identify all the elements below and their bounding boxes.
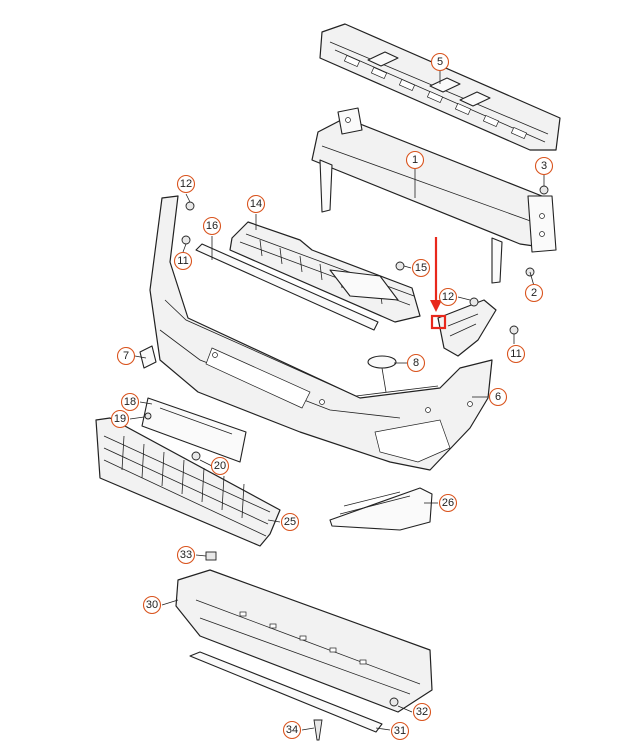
bumper-reinforcement xyxy=(311,107,557,284)
callout-30: 30 xyxy=(142,595,162,615)
callout-31: 31 xyxy=(390,721,410,741)
screw-11-right xyxy=(509,325,519,335)
callout-3: 3 xyxy=(534,156,554,176)
callout-12-left: 12 xyxy=(176,174,196,194)
callout-2-label: 2 xyxy=(531,287,537,299)
callout-12-right: 12 xyxy=(438,287,458,307)
callout-5: 5 xyxy=(430,52,450,72)
lower-grille xyxy=(95,417,281,547)
lower-strip xyxy=(189,651,383,733)
callout-12-right-label: 12 xyxy=(442,291,454,303)
fasteners xyxy=(144,185,549,741)
callout-8: 8 xyxy=(406,353,426,373)
callout-5-label: 5 xyxy=(437,56,443,68)
callout-11-right-label: 11 xyxy=(510,348,521,360)
screw-19 xyxy=(144,412,152,420)
callout-11-left: 11 xyxy=(173,251,193,271)
fog-lamp-trim xyxy=(329,487,433,531)
screw-32 xyxy=(389,697,399,707)
callout-6: 6 xyxy=(488,387,508,407)
callout-15-label: 15 xyxy=(415,262,427,274)
energy-absorber xyxy=(319,23,561,151)
leader-lines xyxy=(129,70,545,731)
callout-3-label: 3 xyxy=(541,160,547,172)
screw-15 xyxy=(395,261,405,271)
callout-8-label: 8 xyxy=(413,357,419,369)
callout-20-label: 20 xyxy=(214,460,226,472)
clip-33 xyxy=(205,551,217,561)
clip-12-left xyxy=(185,201,195,211)
trim-strip xyxy=(195,243,379,331)
screw-20 xyxy=(191,451,201,461)
callout-15: 15 xyxy=(411,258,431,278)
callout-2: 2 xyxy=(524,283,544,303)
undertray xyxy=(175,569,433,713)
bumper-cover xyxy=(149,195,493,471)
callout-1: 1 xyxy=(405,150,425,170)
callout-33: 33 xyxy=(176,545,196,565)
upper-grille xyxy=(229,221,421,323)
callout-26-label: 26 xyxy=(442,497,454,509)
callout-31-label: 31 xyxy=(394,725,406,737)
tow-eye-cap xyxy=(139,345,157,369)
callout-7: 7 xyxy=(116,346,136,366)
callout-19: 19 xyxy=(110,409,130,429)
highlight-annotation xyxy=(430,237,447,330)
side-guide-bracket xyxy=(437,299,497,357)
screw-11-left xyxy=(181,235,191,245)
callout-11-right: 11 xyxy=(506,344,526,364)
license-plate-bracket xyxy=(141,397,247,463)
callout-14-label: 14 xyxy=(250,198,262,210)
clip-12-right xyxy=(469,297,479,307)
callout-20: 20 xyxy=(210,456,230,476)
callout-6-label: 6 xyxy=(495,391,501,403)
callout-12-left-label: 12 xyxy=(180,178,192,190)
callout-16: 16 xyxy=(202,216,222,236)
callout-16-label: 16 xyxy=(206,220,218,232)
callout-18-label: 18 xyxy=(124,396,136,408)
screw-3 xyxy=(539,185,549,195)
callout-14: 14 xyxy=(246,194,266,214)
callout-19-label: 19 xyxy=(114,413,126,425)
callout-18: 18 xyxy=(120,392,140,412)
screw-34 xyxy=(313,719,323,741)
callouts: 1 2 3 5 6 7 8 11 11 12 12 14 15 16 18 19… xyxy=(110,52,554,741)
callout-11-left-label: 11 xyxy=(177,255,188,267)
callout-32: 32 xyxy=(412,702,432,722)
callout-1-label: 1 xyxy=(412,154,418,166)
bracket-part-8 xyxy=(367,355,397,393)
callout-25: 25 xyxy=(280,512,300,532)
callout-30-label: 30 xyxy=(146,599,158,611)
highlight-box xyxy=(430,314,447,330)
highlight-arrow-head xyxy=(430,300,442,312)
callout-34: 34 xyxy=(282,720,302,740)
callout-34-label: 34 xyxy=(286,724,298,736)
callout-33-label: 33 xyxy=(180,549,192,561)
callout-32-label: 32 xyxy=(416,706,428,718)
callout-7-label: 7 xyxy=(123,350,129,362)
callout-26: 26 xyxy=(438,493,458,513)
callout-25-label: 25 xyxy=(284,516,296,528)
